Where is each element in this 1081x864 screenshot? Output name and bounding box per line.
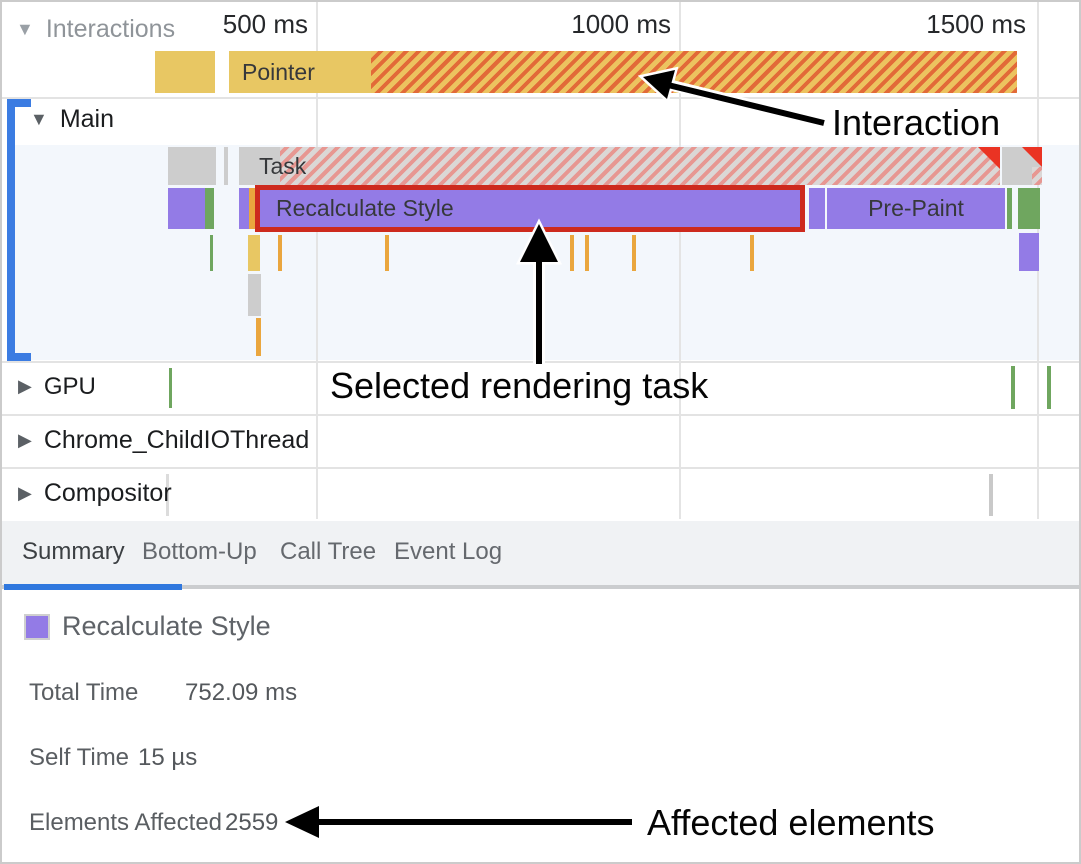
activity-tick[interactable]	[570, 235, 574, 271]
summary-row-value: 752.09 ms	[185, 679, 298, 706]
activity-tick[interactable]	[278, 235, 282, 271]
separator	[2, 467, 1079, 469]
activity-tick[interactable]	[210, 235, 213, 271]
pre-paint-bar[interactable]: Pre-Paint	[827, 188, 1005, 229]
rendering-bar[interactable]	[809, 188, 825, 229]
track-label-childio: Chrome_ChildIOThread	[43, 426, 310, 454]
annotation-selected-task: Selected rendering task	[330, 365, 709, 406]
main-track-selection-bracket-bottom	[7, 353, 31, 361]
pointer-interaction-bar[interactable]: Pointer	[229, 51, 371, 93]
compositor-activity-tick[interactable]	[989, 474, 993, 516]
interaction-bar-short[interactable]	[155, 51, 215, 93]
ruler-tick-1000ms: 1000 ms	[571, 9, 671, 39]
task-bar-label: Task	[259, 153, 307, 179]
gpu-activity-tick[interactable]	[1047, 366, 1051, 409]
expand-triangle-icon[interactable]: ▶	[18, 483, 32, 503]
arrowhead-affected-elements	[285, 806, 319, 838]
task-bar[interactable]	[1002, 147, 1042, 185]
main-track-selection-bracket-top	[7, 99, 31, 107]
tab-summary[interactable]: Summary	[22, 538, 125, 565]
annotation-interaction: Interaction	[832, 102, 1001, 143]
annotation-affected-elements: Affected elements	[647, 802, 935, 843]
long-task-red-flag-icon	[1022, 147, 1042, 167]
separator	[2, 97, 1079, 99]
track-label-main: Main	[59, 105, 115, 133]
summary-row-label: Self Time	[29, 744, 130, 771]
gridline-1000ms	[679, 2, 681, 519]
active-tab-underline	[4, 584, 182, 590]
layout-bar[interactable]	[1007, 188, 1012, 229]
task-bar-solid-head	[239, 147, 280, 185]
task-bar[interactable]	[224, 147, 228, 185]
recalc-style-bar[interactable]	[168, 188, 205, 229]
activity-tick[interactable]	[585, 235, 589, 271]
tab-bottom-up[interactable]: Bottom-Up	[142, 538, 257, 565]
selected-recalculate-style-bar[interactable]: Recalculate Style	[255, 185, 805, 232]
expand-triangle-icon[interactable]: ▶	[18, 376, 32, 396]
track-label-gpu: GPU	[43, 373, 96, 400]
activity-tick[interactable]	[256, 318, 261, 356]
summary-row-label: Elements Affected	[29, 809, 223, 836]
pointer-interaction-bar-async[interactable]	[371, 51, 1017, 93]
layout-bar[interactable]	[1018, 188, 1040, 229]
task-bar[interactable]	[168, 147, 216, 185]
rendering-activity-bar[interactable]	[1019, 233, 1039, 271]
event-color-legend-swatch	[24, 614, 50, 640]
track-header-interactions[interactable]: ▼ Interactions	[16, 15, 175, 44]
collapse-triangle-icon[interactable]: ▼	[30, 109, 48, 129]
activity-tick[interactable]	[385, 235, 389, 271]
tab-bar-border	[2, 585, 1079, 589]
pre-paint-bar-label: Pre-Paint	[868, 195, 964, 221]
layout-bar[interactable]	[205, 188, 214, 229]
expand-triangle-icon[interactable]: ▶	[18, 430, 32, 450]
activity-tick[interactable]	[632, 235, 636, 271]
separator	[2, 414, 1079, 416]
gridline-500ms	[316, 2, 318, 519]
separator	[2, 361, 1079, 363]
collapse-triangle-icon[interactable]: ▼	[16, 19, 34, 39]
compositor-activity-tick[interactable]	[166, 474, 169, 516]
details-tab-bar: Summary Bottom-Up Call Tree Event Log	[2, 521, 1079, 585]
track-label-interactions: Interactions	[45, 15, 176, 43]
summary-row-value: 15 µs	[138, 744, 198, 771]
task-activity-bar[interactable]	[248, 274, 261, 316]
pointer-bar-label: Pointer	[242, 59, 315, 85]
gpu-activity-tick[interactable]	[1011, 366, 1015, 409]
selected-bar-label: Recalculate Style	[276, 195, 454, 221]
track-header-childio[interactable]: ▶ Chrome_ChildIOThread	[18, 426, 309, 455]
gpu-activity-tick[interactable]	[169, 368, 172, 408]
tab-event-log[interactable]: Event Log	[394, 538, 503, 565]
tab-call-tree[interactable]: Call Tree	[280, 538, 377, 565]
summary-row-value: 2559	[225, 809, 279, 836]
summary-row-label: Total Time	[29, 679, 139, 706]
summary-event-name: Recalculate Style	[62, 611, 271, 641]
main-track-selection-bracket	[7, 99, 15, 361]
recalc-style-bar[interactable]	[239, 188, 249, 229]
track-header-main[interactable]: ▼ Main	[30, 105, 114, 134]
long-task-red-flag-icon	[978, 147, 1000, 169]
task-bar-hatch-tail	[1032, 167, 1042, 185]
activity-tick[interactable]	[750, 235, 754, 271]
ruler-tick-500ms: 500 ms	[222, 9, 308, 39]
track-header-compositor[interactable]: ▶ Compositor	[18, 479, 172, 508]
script-activity-bar[interactable]	[248, 235, 260, 271]
script-bar[interactable]	[249, 188, 255, 229]
track-header-gpu[interactable]: ▶ GPU	[18, 373, 96, 401]
long-task-bar[interactable]: Task	[239, 147, 1000, 185]
ruler-tick-1500ms: 1500 ms	[926, 9, 1026, 39]
track-label-compositor: Compositor	[43, 479, 172, 507]
